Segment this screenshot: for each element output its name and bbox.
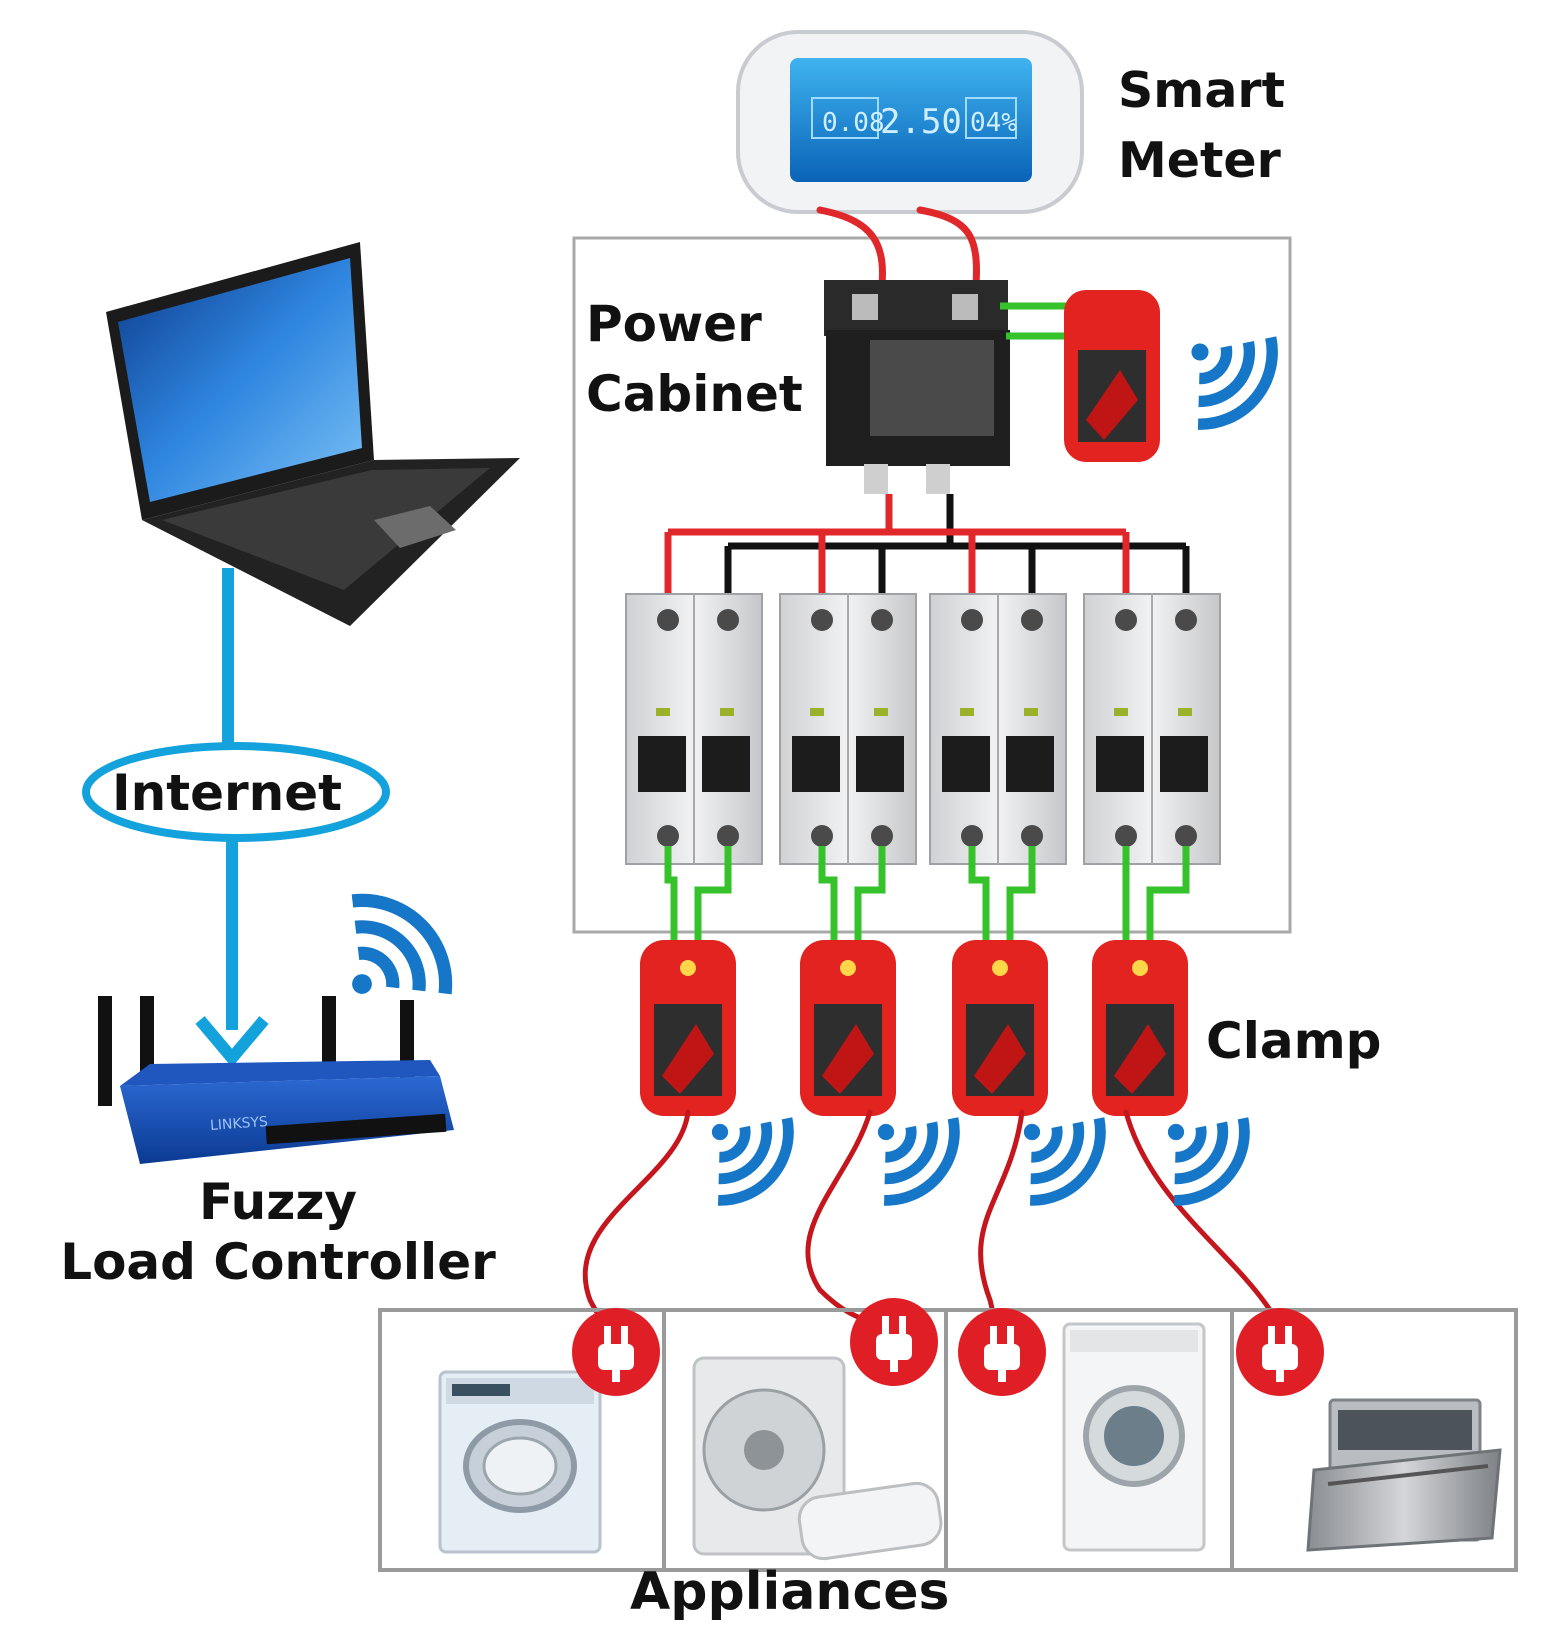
controller-label-line1: Fuzzy — [198, 1173, 358, 1231]
power-cabinet-enclosure — [572, 236, 1292, 934]
smart-meter-label-line2: Meter — [1118, 132, 1281, 189]
clamp-label: Clamp — [1206, 1012, 1382, 1070]
smart-meter-label-line1: Smart — [1118, 62, 1286, 119]
router-icon — [98, 996, 454, 1164]
clamp-meter-icon — [800, 940, 896, 1116]
circuit-breaker-icon — [779, 593, 917, 865]
smart-meter-label: Smart Meter — [1118, 62, 1285, 190]
power-plug-icon — [1236, 1308, 1324, 1396]
air-conditioner-icon — [692, 1356, 943, 1561]
main-contactor-icon — [824, 280, 1010, 494]
wifi-icon — [877, 1117, 960, 1206]
washing-machine-icon — [438, 1370, 602, 1554]
meter-display-left: 0.08 — [822, 108, 885, 138]
internet-link — [82, 568, 390, 1068]
power-plug-icon — [572, 1308, 660, 1396]
power-plug-icons — [572, 1298, 1324, 1396]
clamp-meters — [640, 940, 1188, 1116]
wifi-icon — [711, 1117, 794, 1206]
laptop-icon — [106, 242, 520, 626]
power-cabinet-label: Power Cabinet — [586, 294, 803, 424]
power-cabinet-label-line2: Cabinet — [586, 365, 803, 423]
controller-label: Fuzzy Load Controller — [28, 1172, 528, 1292]
dishwasher-icon — [1306, 1398, 1502, 1552]
circuit-breakers — [625, 593, 1221, 865]
front-loader-washer-icon — [1062, 1322, 1206, 1552]
clamp-meter-icon — [640, 940, 736, 1116]
smart-meter-icon — [736, 30, 1084, 214]
circuit-breaker-icon — [929, 593, 1067, 865]
appliances-panel — [378, 1308, 1518, 1572]
wifi-icon — [1191, 336, 1278, 430]
clamp-meter-icon — [952, 940, 1048, 1116]
circuit-breaker-icon — [625, 593, 763, 865]
appliances-label: Appliances — [630, 1562, 950, 1622]
power-plug-icon — [850, 1298, 938, 1386]
clamp-meter-icon — [1064, 290, 1160, 462]
internet-label: Internet — [112, 764, 343, 822]
wifi-signals — [351, 336, 1278, 1206]
controller-label-line2: Load Controller — [60, 1233, 496, 1291]
power-cabinet-label-line1: Power — [586, 295, 762, 353]
distribution-wiring — [668, 494, 1186, 550]
meter-display-right: 04% — [970, 108, 1017, 138]
meter-display-center: 2.50 — [880, 102, 962, 142]
circuit-breaker-icon — [1083, 593, 1221, 865]
power-plug-icon — [958, 1308, 1046, 1396]
clamp-meter-icon — [1092, 940, 1188, 1116]
wifi-icon — [1023, 1117, 1106, 1206]
wifi-icon — [1167, 1117, 1250, 1206]
breaker-clamp-wires — [664, 846, 1190, 946]
